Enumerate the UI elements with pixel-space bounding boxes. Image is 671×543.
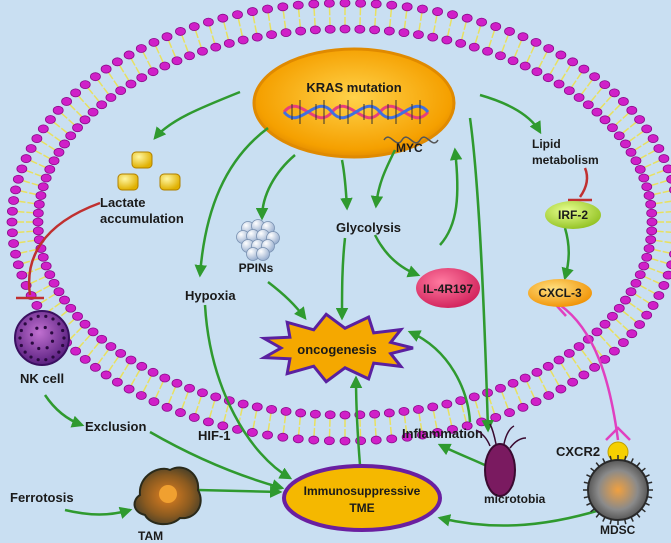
- nk-label: NK cell: [20, 371, 64, 386]
- tme-node: Immunosuppressive TME: [282, 464, 442, 532]
- arrow-nk-exclusion: [43, 394, 85, 428]
- lipid-label-1: Lipid: [532, 137, 561, 151]
- cell-membrane: [6, 0, 671, 446]
- cxcr2-label: CXCR2: [556, 444, 600, 459]
- arrow-myc-glycolysis: [370, 149, 397, 209]
- dna-helix-icon: [282, 100, 430, 124]
- macrophage-icon: [133, 466, 202, 526]
- mdsc-label: MDSC: [600, 523, 636, 537]
- arrow-kras-ppins: [255, 154, 296, 221]
- arrow-tam-tme: [197, 485, 283, 499]
- arrow-exclusion-tme: [149, 430, 285, 492]
- hif1-label: HIF-1: [198, 428, 231, 443]
- tam-label: TAM: [138, 529, 163, 543]
- lactate-label-2: accumulation: [100, 211, 184, 226]
- tme-label-1: Immunosuppressive: [304, 484, 421, 498]
- arrow-tme-oncogenesis: [349, 375, 363, 466]
- arrow-glycolysis-oncogenesis: [335, 237, 349, 321]
- arrow-kras-glycolysis: [340, 159, 353, 211]
- oncogenesis-node: oncogenesis: [258, 312, 414, 384]
- inflammation-label: Inflammation: [402, 426, 483, 441]
- myc-helix-icon: [383, 136, 439, 144]
- arrow-hypoxia-tme: [203, 304, 293, 480]
- cxcr2-receptor-icon: [605, 426, 631, 441]
- particle-cluster-icon: [236, 219, 280, 261]
- il4r-node: IL-4R197: [416, 268, 480, 308]
- exclusion-label: Exclusion: [85, 419, 146, 434]
- arrow-kras-lactate: [153, 90, 241, 140]
- lipid-label-2: metabolism: [532, 153, 599, 167]
- inhibit-lactate-nk: [27, 201, 101, 296]
- il4r-label: IL-4R197: [423, 282, 473, 296]
- mdsc-cell-icon: [583, 455, 653, 525]
- lactate-cubes-icon: [117, 151, 181, 191]
- tme-label-2: TME: [349, 501, 374, 515]
- microtobia-label: microtobia: [484, 492, 546, 506]
- microbe-icon: [475, 423, 527, 497]
- inhibit-lipid-irf2: [578, 167, 589, 198]
- activation-arrows: [43, 90, 601, 527]
- arrow-ferrotosis-tam: [64, 506, 133, 519]
- arrow-kras-hypoxia: [194, 126, 269, 278]
- inhibit-cxcr2-cxcl3: [559, 303, 620, 441]
- arrow-mdsc-tme: [437, 508, 601, 527]
- arrow-ppins-oncogenesis: [267, 281, 307, 320]
- ppins-label: PPINs: [239, 261, 274, 275]
- arrow-kras-inflammation: [468, 117, 494, 433]
- arrow-irf2-cxcl3: [561, 227, 574, 281]
- cxcl3-node: CXCL-3: [528, 279, 592, 307]
- ferrotosis-label: Ferrotosis: [10, 490, 74, 505]
- arrow-inflammation-oncogenesis: [407, 330, 472, 423]
- irf2-node: IRF-2: [545, 201, 601, 229]
- arrow-glycolysis-il4r: [373, 234, 421, 278]
- irf2-label: IRF-2: [558, 208, 588, 222]
- hypoxia-label: Hypoxia: [185, 288, 236, 303]
- lactate-label-1: Lactate: [100, 195, 146, 210]
- oncogenesis-label: oncogenesis: [297, 342, 376, 357]
- cxcl3-label: CXCL-3: [538, 286, 582, 300]
- nk-cell-icon: [14, 310, 70, 366]
- kras-label: KRAS mutation: [306, 80, 401, 95]
- arrow-kras-lipid: [479, 93, 542, 135]
- nucleus: KRAS mutation MYC: [252, 47, 456, 159]
- arrow-il4r-myc: [439, 147, 463, 246]
- myc-label: MYC: [396, 141, 423, 155]
- glycolysis-label: Glycolysis: [336, 220, 401, 235]
